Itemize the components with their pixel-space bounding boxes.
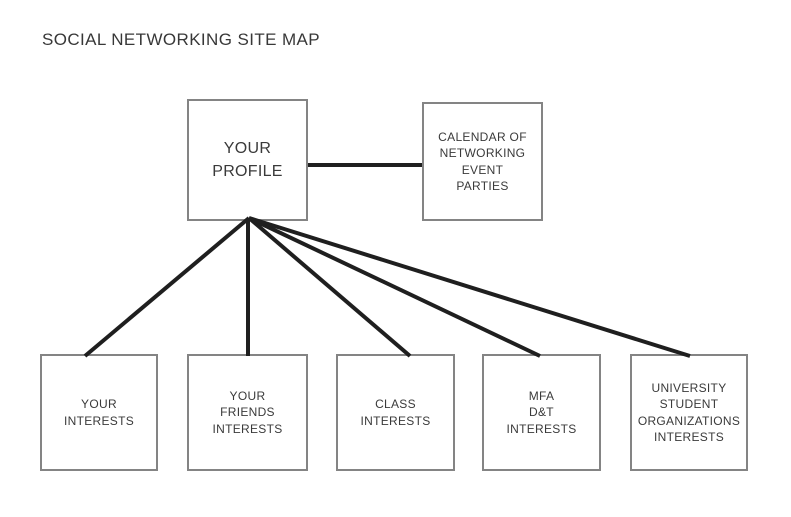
node-your-profile: YOUR PROFILE <box>187 99 308 221</box>
node-class-interests: CLASS INTERESTS <box>336 354 455 471</box>
diagram-title: SOCIAL NETWORKING SITE MAP <box>42 30 321 49</box>
node-your-friends-interests: YOUR FRIENDS INTERESTS <box>187 354 308 471</box>
node-calendar-label: CALENDAR OF NETWORKING EVENT PARTIES <box>438 130 527 193</box>
node-your-profile-label: YOUR PROFILE <box>212 139 283 180</box>
node-calendar-of-networking-event-parties: CALENDAR OF NETWORKING EVENT PARTIES <box>422 102 543 221</box>
node-your-interests-label: YOUR INTERESTS <box>63 397 135 428</box>
node-your-friends-interests-label: YOUR FRIENDS INTERESTS <box>212 389 283 436</box>
edge-profile-class-interests <box>247 216 412 358</box>
node-mfa-dt-interests: MFA D&T INTERESTS <box>482 354 601 471</box>
edge-profile-university-org-interests <box>248 216 691 358</box>
node-mfa-dt-interests-label: MFA D&T INTERESTS <box>506 389 577 436</box>
edge-profile-your-interests <box>83 216 251 358</box>
node-university-org-interests-label: UNIVERSITY STUDENT ORGANIZATIONS INTERES… <box>637 381 741 444</box>
node-your-interests: YOUR INTERESTS <box>40 354 158 471</box>
node-class-interests-label: CLASS INTERESTS <box>360 397 431 428</box>
edge-profile-mfa-dt-interests <box>248 216 541 358</box>
node-university-student-organizations-interests: UNIVERSITY STUDENT ORGANIZATIONS INTERES… <box>630 354 748 471</box>
